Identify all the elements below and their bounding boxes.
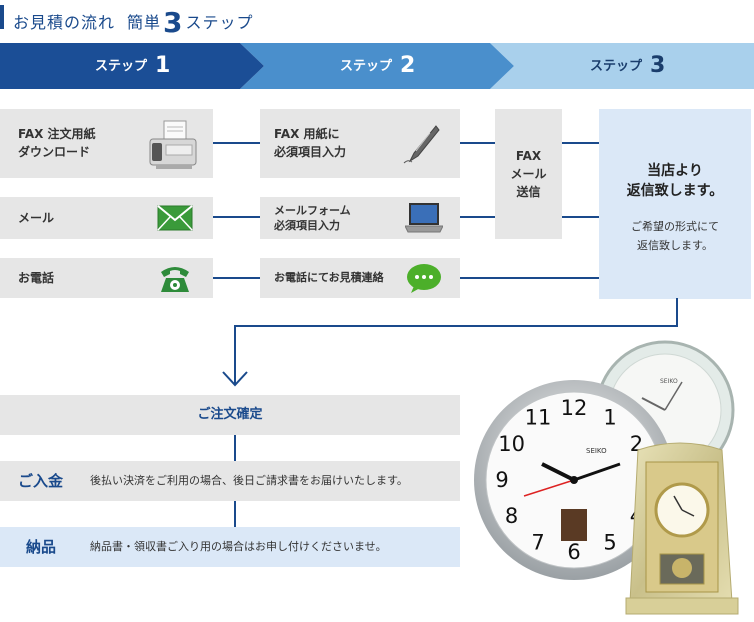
mail-box: メール xyxy=(0,197,213,239)
table-clock xyxy=(625,442,739,615)
connector-line xyxy=(213,277,261,279)
reply-note: ご希望の形式にて 返信致します。 xyxy=(631,220,719,252)
envelope-icon xyxy=(157,205,193,231)
clock-numeral: 7 xyxy=(531,530,544,554)
connector-line xyxy=(213,216,261,218)
clock-numeral: 10 xyxy=(498,432,525,456)
clocks-illustration: SEIKO 121234567891011 SEIKO xyxy=(474,340,739,615)
payment-row: ご入金 後払い決済をご利用の場合、後日ご請求書をお届けいたします。 xyxy=(0,461,460,501)
clock-numeral: 9 xyxy=(495,468,508,492)
step-3-arrow xyxy=(490,43,754,89)
connector-line xyxy=(234,435,236,461)
flow-down-arrow xyxy=(222,298,678,387)
payment-label: ご入金 xyxy=(18,472,64,490)
payment-description: 後払い決済をご利用の場合、後日ご請求書をお届けいたします。 xyxy=(90,474,408,487)
back-clock-brand: SEIKO xyxy=(660,378,678,385)
clock-numeral: 5 xyxy=(603,530,616,554)
connector-line xyxy=(213,142,261,144)
chat-bubble-icon xyxy=(407,264,441,293)
title-text: お見積の流れ xyxy=(13,13,116,32)
fax-download-label: FAX 注文用紙 ダウンロード xyxy=(18,127,96,159)
phone-quote-label: お電話にてお見積連絡 xyxy=(274,271,384,284)
order-confirmed-box: ご注文確定 xyxy=(0,395,460,435)
fax-form-label: FAX 用紙に 必須項目入力 xyxy=(274,127,347,159)
clock-numeral: 8 xyxy=(505,504,518,528)
fax-download-box: FAX 注文用紙 ダウンロード xyxy=(0,109,213,178)
telephone-icon xyxy=(161,267,189,292)
mail-form-label: メールフォーム 必須項目入力 xyxy=(274,204,351,232)
main-clock-brand: SEIKO xyxy=(586,447,607,455)
step-1-arrow xyxy=(0,43,264,89)
subtitle-prefix: 簡単 xyxy=(127,13,162,32)
clock-numeral: 1 xyxy=(603,406,616,430)
mail-form-box: メールフォーム 必須項目入力 xyxy=(260,197,460,239)
fax-machine-icon xyxy=(149,120,197,169)
delivery-row: 納品 納品書・領収書ご入り用の場合はお申し付けくださいませ。 xyxy=(0,527,460,567)
clock-numeral: 6 xyxy=(567,540,580,564)
reply-title: 当店より 返信致します。 xyxy=(626,163,724,199)
header-accent-bar xyxy=(0,5,4,29)
connector-line xyxy=(561,142,601,144)
fax-form-box: FAX 用紙に 必須項目入力 xyxy=(260,109,460,178)
pen-icon xyxy=(403,125,440,164)
connector-line xyxy=(561,216,601,218)
wall-clock-main: 121234567891011 SEIKO xyxy=(474,380,674,580)
reply-box: 当店より 返信致します。 ご希望の形式にて 返信致します。 xyxy=(599,109,751,299)
subtitle-number: 3 xyxy=(163,6,184,39)
laptop-icon xyxy=(405,203,443,233)
mail-label: メール xyxy=(18,211,55,225)
connector-line xyxy=(460,216,496,218)
send-box: FAX メール 送信 xyxy=(495,109,562,239)
subtitle-suffix: ステップ xyxy=(185,13,254,32)
step-arrows xyxy=(0,43,754,89)
phone-quote-box: お電話にてお見積連絡 xyxy=(260,258,460,298)
clock-numeral: 12 xyxy=(561,396,588,420)
connector-line xyxy=(234,501,236,527)
step-2-arrow xyxy=(240,43,514,89)
delivery-description: 納品書・領収書ご入り用の場合はお申し付けくださいませ。 xyxy=(90,540,387,553)
phone-box: お電話 xyxy=(0,258,213,298)
clock-numeral: 11 xyxy=(525,406,552,430)
connector-line xyxy=(460,277,601,279)
connector-line xyxy=(460,142,496,144)
phone-label: お電話 xyxy=(18,271,55,285)
delivery-label: 納品 xyxy=(26,538,57,556)
